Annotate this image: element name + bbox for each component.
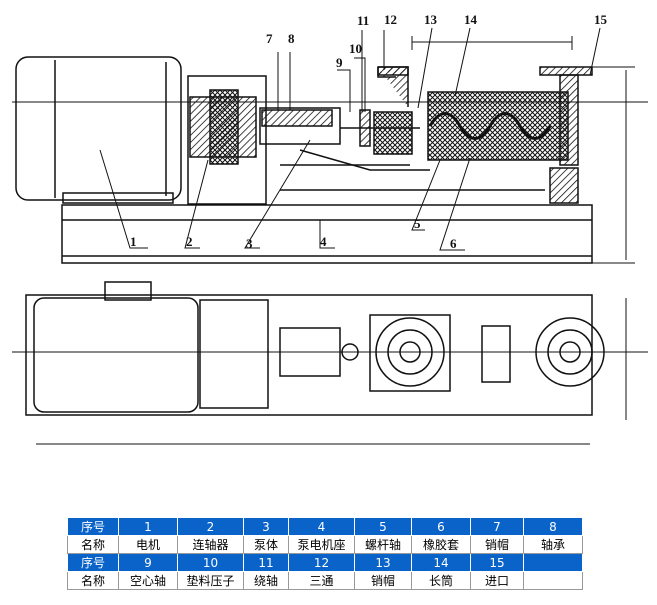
part-name: 泵电机座 — [288, 535, 355, 554]
pump-assembly-diagram: 1 2 3 4 5 6 7 8 9 10 11 12 13 14 15 — [12, 12, 648, 445]
part-number: 12 — [288, 553, 355, 572]
table-row: 序号 9 10 11 12 13 14 15 — [67, 553, 583, 572]
table-row: 名称 空心轴 垫料压子 绕轴 三通 销帽 长筒 进口 — [67, 571, 583, 590]
callout-14: 14 — [464, 12, 478, 27]
callout-10: 10 — [349, 41, 362, 56]
callout-3: 3 — [246, 236, 253, 251]
part-number: 13 — [354, 553, 412, 572]
part-name: 三通 — [288, 571, 355, 590]
part-number: 1 — [118, 517, 178, 536]
part-name: 泵体 — [243, 535, 289, 554]
callout-1: 1 — [130, 234, 137, 249]
callout-13: 13 — [424, 12, 438, 27]
base-frame — [61, 204, 593, 264]
part-number: 5 — [354, 517, 412, 536]
part-number: 7 — [470, 517, 524, 536]
part-name: 电机 — [118, 535, 178, 554]
part-name: 连轴器 — [177, 535, 244, 554]
name-label: 名称 — [67, 571, 119, 590]
part-number: 11 — [243, 553, 289, 572]
motor — [15, 56, 182, 201]
callout-11: 11 — [357, 13, 369, 28]
callout-2: 2 — [186, 234, 193, 249]
callout-15: 15 — [594, 12, 608, 27]
callout-6: 6 — [450, 236, 457, 251]
motor-top — [33, 297, 199, 413]
part-number: 15 — [470, 553, 524, 572]
part-name: 绕轴 — [243, 571, 289, 590]
flange-2 — [535, 317, 605, 387]
callout-4: 4 — [320, 234, 327, 249]
stator — [427, 91, 569, 161]
callout-7: 7 — [266, 31, 273, 46]
table-row: 序号 1 2 3 4 5 6 7 8 — [67, 517, 583, 536]
header-label: 序号 — [67, 553, 119, 572]
part-name: 销帽 — [354, 571, 412, 590]
part-number: 6 — [411, 517, 471, 536]
callout-9: 9 — [336, 55, 343, 70]
part-name: 轴承 — [523, 535, 583, 554]
part-name: 垫料压子 — [177, 571, 244, 590]
part-number — [523, 553, 583, 572]
top-view — [12, 281, 648, 445]
parts-table: 序号 1 2 3 4 5 6 7 8 名称 电机 连轴器 泵体 泵电机座 螺杆轴… — [67, 517, 583, 590]
part-number: 8 — [523, 517, 583, 536]
part-name: 销帽 — [470, 535, 524, 554]
part-number: 4 — [288, 517, 355, 536]
side-view — [12, 27, 648, 264]
part-number: 2 — [177, 517, 244, 536]
part-number: 3 — [243, 517, 289, 536]
callout-12: 12 — [384, 12, 397, 27]
part-name: 螺杆轴 — [354, 535, 412, 554]
callout-8: 8 — [288, 31, 295, 46]
part-name: 空心轴 — [118, 571, 178, 590]
part-name: 进口 — [470, 571, 524, 590]
flange-1 — [375, 317, 445, 387]
table-row: 名称 电机 连轴器 泵体 泵电机座 螺杆轴 橡胶套 销帽 轴承 — [67, 535, 583, 554]
part-name: 橡胶套 — [411, 535, 471, 554]
part-name: 长筒 — [411, 571, 471, 590]
part-number: 9 — [118, 553, 178, 572]
part-name — [523, 571, 583, 590]
name-label: 名称 — [67, 535, 119, 554]
part-number: 14 — [411, 553, 471, 572]
callout-labels: 1 2 3 4 5 6 7 8 9 10 11 12 13 14 15 — [130, 12, 608, 251]
part-number: 10 — [177, 553, 244, 572]
header-label: 序号 — [67, 517, 119, 536]
callout-5: 5 — [414, 216, 421, 231]
